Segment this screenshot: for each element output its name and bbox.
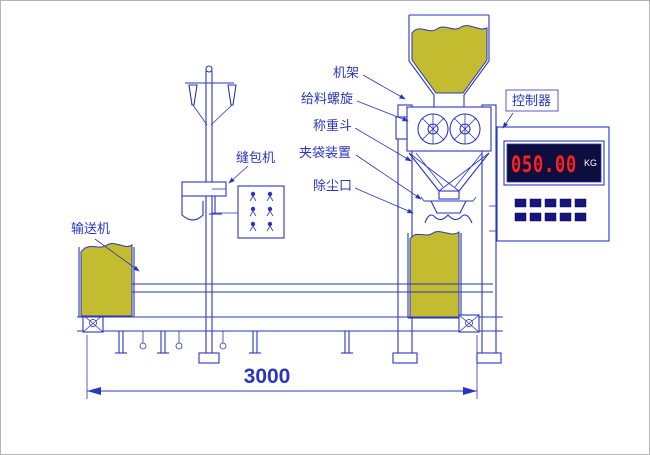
- controller: 050.00 KG: [489, 126, 610, 242]
- machine-bag: [407, 231, 462, 319]
- conveyor-hooks: [139, 331, 227, 350]
- conveyor-legs: [115, 331, 353, 354]
- screw-right: [449, 113, 481, 145]
- left-bag: [78, 243, 135, 318]
- label-feeder-screw: 给料螺旋: [301, 91, 353, 106]
- panel-figures: [249, 191, 274, 232]
- display-screen: [506, 143, 602, 183]
- bearing-block-right: [458, 314, 480, 333]
- label-conveyor: 输送机: [71, 221, 110, 236]
- weight-unit: KG: [584, 158, 597, 168]
- label-controller: 控制器: [512, 93, 551, 108]
- screw-left: [417, 113, 449, 145]
- label-weigh-hopper: 称重斗: [313, 118, 352, 133]
- dimension-3000: 3000: [86, 335, 478, 399]
- sewing-panel: [212, 185, 285, 239]
- sewing-machine: [181, 65, 285, 364]
- weigh-hopper: [408, 152, 490, 200]
- label-bag-clamp: 夹袋装置: [299, 145, 351, 160]
- top-hopper: [408, 14, 490, 107]
- bag-clamp-device: [420, 196, 477, 224]
- feeder-screw-unit: [395, 106, 492, 152]
- conveyor: [77, 283, 503, 354]
- controller-buttons[interactable]: [514, 198, 587, 222]
- bearing-block-left: [82, 314, 104, 333]
- label-sewing-machine: 缝包机: [236, 150, 275, 165]
- callout-labels: 机架 给料螺旋 称重斗 夹袋装置 除尘口 缝包机 输送机 控制器: [71, 65, 559, 272]
- label-dust-port: 除尘口: [313, 178, 352, 193]
- label-controller-box: 控制器: [502, 89, 559, 129]
- sewing-head: [181, 181, 227, 221]
- label-frame: 机架: [333, 65, 359, 80]
- weight-display: 050.00: [511, 153, 577, 178]
- dimension-value: 3000: [244, 365, 291, 388]
